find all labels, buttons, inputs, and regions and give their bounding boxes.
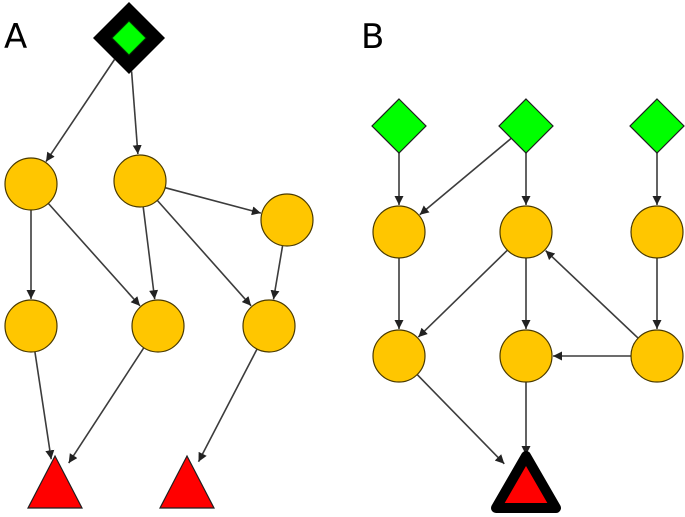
graph-a-node-a_c4 xyxy=(4,299,58,353)
graph-a-edge-a_src-to-a_c1 xyxy=(45,59,116,163)
graph-a-node-a_c1 xyxy=(4,157,58,211)
graph-a-nodes xyxy=(4,2,314,509)
graph-a-edge-a_c1-to-a_c5 xyxy=(47,202,141,307)
graph-b xyxy=(371,98,685,513)
graph-a-edge-a_c2-to-a_c6 xyxy=(156,199,252,307)
graph-a-edge-a_src-to-a_c2 xyxy=(130,71,142,155)
graph-b-edge-b_c2-to-b_c4 xyxy=(417,249,508,338)
graph-b-node-b_s3 xyxy=(629,98,685,154)
panel-label-b: B xyxy=(361,17,384,57)
graph-b-edge-b_c4-to-b_t xyxy=(416,374,505,465)
graph-a xyxy=(4,2,314,509)
graph-a-node-a_src xyxy=(111,20,147,56)
graph-a-node-a_c6 xyxy=(242,299,296,353)
graph-b-node-b_c3 xyxy=(630,205,684,259)
graph-b-node-b_c6 xyxy=(630,329,684,383)
graph-b-node-b_c2 xyxy=(499,205,553,259)
graph-a-edge-a_c5-to-a_t1 xyxy=(68,347,145,464)
graph-b-node-b_c5 xyxy=(499,329,553,383)
graph-a-edge-a_c2-to-a_c3 xyxy=(164,186,262,216)
graph-b-edge-b_c6-to-b_c2 xyxy=(545,250,639,339)
graph-a-edges xyxy=(26,59,284,464)
graph-b-node-b_c4 xyxy=(372,329,426,383)
graph-b-nodes xyxy=(371,98,685,513)
graph-b-node-b_t xyxy=(491,451,561,513)
graph-b-node-b_c1 xyxy=(372,205,426,259)
graph-a-edge-a_c4-to-a_t1 xyxy=(34,351,55,460)
graph-a-edge-a_c6-to-a_t2 xyxy=(197,348,258,463)
graph-b-edges xyxy=(394,137,662,465)
graph-a-node-a_c5 xyxy=(131,299,185,353)
panel-label-a: A xyxy=(4,17,27,57)
graph-a-node-a_t1 xyxy=(27,454,83,509)
graph-a-edge-a_c3-to-a_c6 xyxy=(270,245,284,300)
graph-b-edge-b_s2-to-b_c1 xyxy=(419,137,512,216)
graph-b-node-b_s1 xyxy=(371,98,427,154)
graph-a-node-a_c2 xyxy=(113,154,167,208)
graph-a-edge-a_c2-to-a_c5 xyxy=(142,206,159,300)
graph-a-node-a_t2 xyxy=(159,454,215,509)
graph-a-node-a_c3 xyxy=(260,193,314,247)
graph-b-node-b_s2 xyxy=(498,98,554,154)
